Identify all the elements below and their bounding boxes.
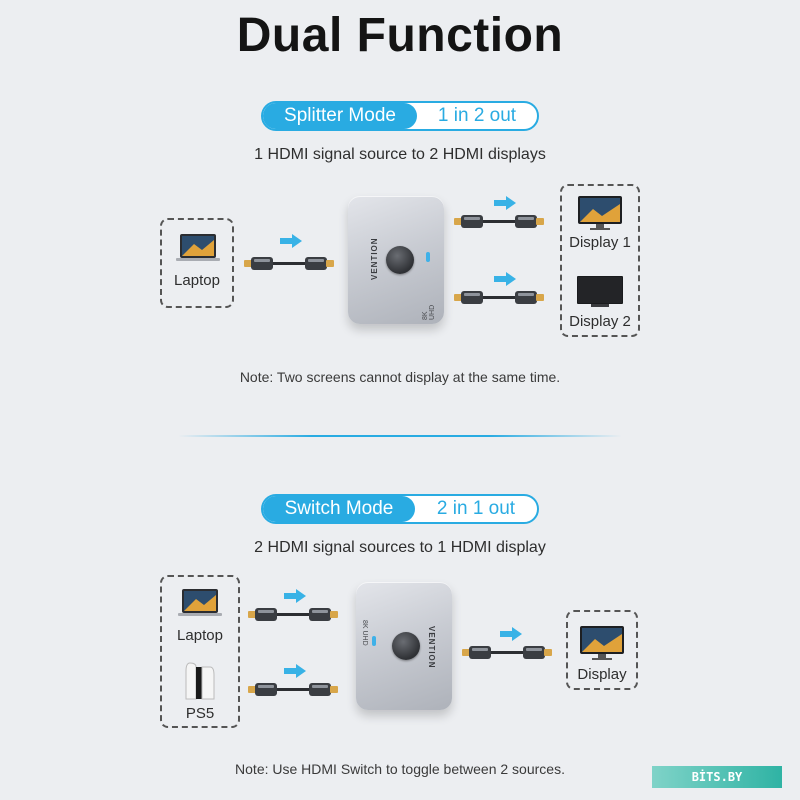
arrow-right-icon: [280, 234, 302, 248]
device-toggle-button: [386, 246, 414, 274]
splitter-mode-value: 1 in 2 out: [437, 105, 517, 126]
splitter-note: Note: Two screens cannot display at the …: [239, 369, 561, 385]
device-led: [372, 636, 376, 646]
hdmi-cable-icon: [454, 215, 544, 228]
splitter-displays-box: Display 1 Display 2: [560, 184, 640, 337]
switch-display-box: Display: [566, 610, 638, 690]
tv-icon: [577, 276, 623, 307]
hdmi-cable-icon: [244, 257, 334, 270]
splitter-source-label: Laptop: [174, 272, 220, 289]
switch-mode-label: Switch Mode: [263, 496, 415, 522]
arrow-right-icon: [500, 627, 522, 641]
laptop-icon: [176, 234, 220, 261]
switch-device: 8K UHD VENTION: [356, 582, 452, 710]
device-toggle-button: [392, 632, 420, 660]
splitter-subtitle: 1 HDMI signal source to 2 HDMI displays: [254, 146, 546, 163]
hdmi-cable-icon: [248, 683, 338, 696]
hdmi-cable-icon: [248, 608, 338, 621]
display2-label: Display 2: [569, 313, 631, 330]
ps5-icon: [185, 662, 215, 700]
switch-note: Note: Use HDMI Switch to toggle between …: [235, 761, 565, 777]
switch-display-label: Display: [577, 666, 627, 683]
hdmi-cable-icon: [462, 646, 552, 659]
watermark-badge: BİTS.BY: [652, 766, 782, 788]
section-divider: [178, 435, 622, 437]
switch-source1-label: Laptop: [177, 627, 223, 644]
device-brand: VENTION: [427, 626, 436, 669]
splitter-mode-label: Splitter Mode: [263, 103, 417, 129]
arrow-right-icon: [494, 272, 516, 286]
page-title: Dual Function: [236, 9, 564, 62]
monitor-icon: [580, 626, 624, 660]
switch-source2-label: PS5: [185, 705, 215, 722]
display1-label: Display 1: [569, 234, 631, 251]
switch-mode-pill: Switch Mode 2 in 1 out: [261, 494, 539, 524]
hdmi-cable-icon: [454, 291, 544, 304]
splitter-device: VENTION 8K UHD: [348, 196, 444, 324]
splitter-mode-pill: Splitter Mode 1 in 2 out: [261, 101, 539, 131]
device-led: [426, 252, 430, 262]
arrow-right-icon: [284, 664, 306, 678]
switch-mode-value: 2 in 1 out: [436, 498, 516, 519]
device-spec: 8K UHD: [361, 620, 368, 646]
monitor-icon: [578, 196, 622, 230]
splitter-source-box: Laptop: [160, 218, 234, 308]
switch-subtitle: 2 HDMI signal sources to 1 HDMI display: [254, 539, 546, 556]
arrow-right-icon: [494, 196, 516, 210]
switch-sources-box: Laptop PS5: [160, 575, 240, 728]
device-spec: 8K UHD: [422, 304, 436, 320]
device-brand: VENTION: [370, 237, 379, 280]
arrow-right-icon: [284, 589, 306, 603]
laptop-icon: [178, 589, 222, 616]
